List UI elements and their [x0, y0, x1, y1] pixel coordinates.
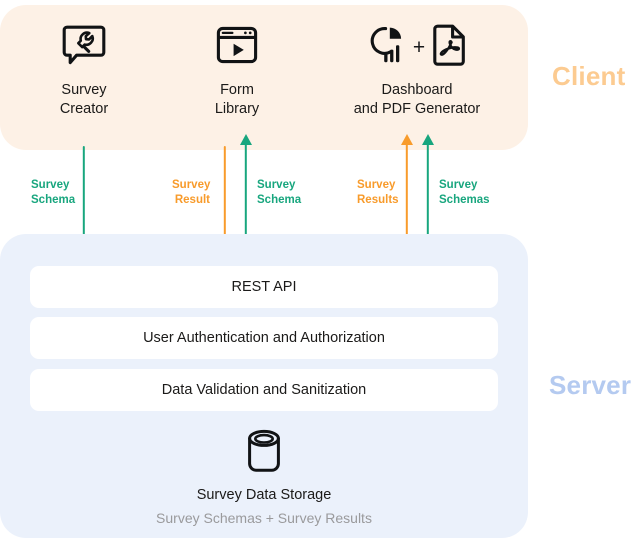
arrow-head-up: [422, 134, 434, 145]
client-node-form-library[interactable]: Form Library: [147, 24, 327, 119]
server-row-rest-api[interactable]: REST API: [30, 266, 498, 308]
speech-bubble-wrench-icon: [62, 24, 106, 71]
storage-subtitle: Survey Schemas + Survey Results: [156, 510, 372, 526]
plus-separator: +: [412, 35, 426, 59]
icon-container: [147, 24, 327, 70]
database-cylinder-icon: [247, 429, 281, 478]
client-zone-label: Client: [552, 61, 626, 91]
arrow-shaft: [223, 146, 227, 241]
storage-title: Survey Data Storage: [196, 487, 332, 503]
flow-arrow-survey-results-up: [397, 134, 417, 250]
arrow-shaft: [244, 142, 248, 250]
server-row-validation[interactable]: Data Validation and Sanitization: [30, 369, 498, 411]
arrow-head-up: [240, 134, 252, 145]
flow-arrow-survey-schema-up: [236, 134, 256, 250]
server-row-label: REST API: [231, 279, 297, 295]
client-node-label: Dashboard and PDF Generator: [353, 82, 481, 117]
client-node-survey-creator[interactable]: Survey Creator: [0, 24, 174, 119]
flow-label-survey-result-down: Survey Result: [172, 179, 211, 206]
arrow-shaft: [426, 142, 430, 250]
icon-container: [0, 24, 174, 70]
flow-label-survey-schema-down: Survey Schema: [31, 179, 76, 206]
arrow-shaft: [405, 142, 409, 250]
arrow-head-up: [401, 134, 413, 145]
client-node-label: Form Library: [214, 82, 260, 117]
flow-label-survey-schema-up: Survey Schema: [257, 179, 302, 206]
flow-arrow-survey-schemas-up: [418, 134, 438, 250]
server-row-authentication[interactable]: User Authentication and Authorization: [30, 317, 498, 359]
server-zone-label: Server: [549, 370, 632, 400]
survey-data-storage-block: Survey Data Storage Survey Schemas + Sur…: [84, 428, 444, 528]
flow-label-survey-results-up: Survey Results: [357, 179, 399, 206]
flow-label-survey-schemas-up: Survey Schemas: [439, 179, 490, 206]
pie-bar-chart-icon: [367, 25, 405, 70]
server-row-label: Data Validation and Sanitization: [161, 382, 367, 398]
icon-container: [84, 428, 444, 478]
server-row-label: User Authentication and Authorization: [143, 330, 385, 346]
client-node-label: Survey Creator: [59, 82, 109, 117]
arrow-shaft: [82, 146, 86, 241]
client-zone-panel: [0, 5, 528, 150]
pdf-document-icon: [433, 24, 467, 71]
client-node-dashboard-pdf[interactable]: + Dashboard and PDF Generator: [327, 24, 507, 119]
browser-window-play-icon: [216, 25, 258, 70]
icon-container: +: [327, 24, 507, 70]
